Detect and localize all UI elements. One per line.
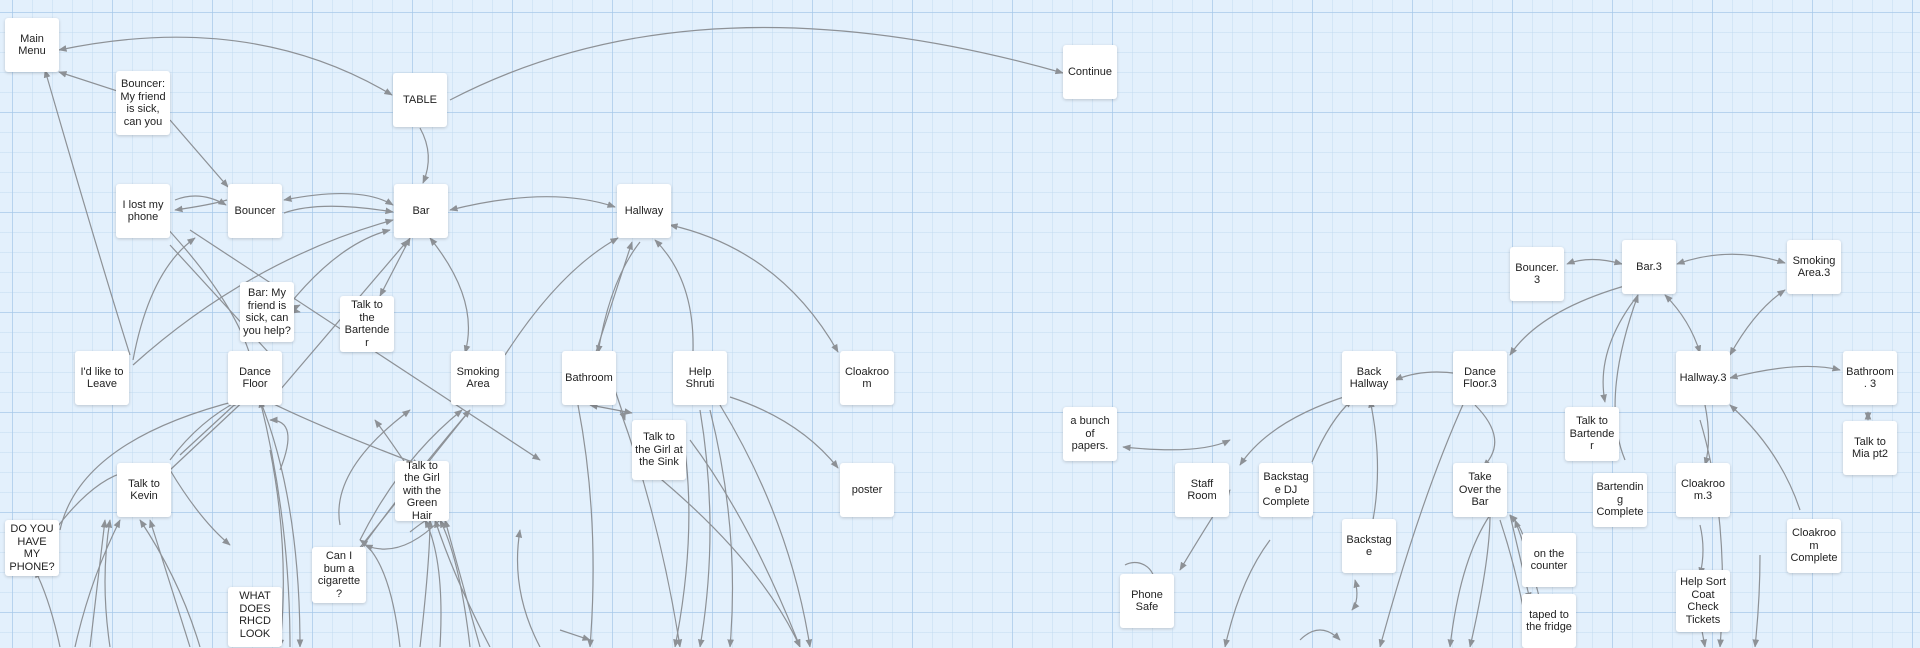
node-table[interactable]: TABLE xyxy=(393,73,447,127)
node-help-sort-coat-tickets[interactable]: Help Sort Coat Check Tickets xyxy=(1676,570,1730,632)
node-do-you-have-phone[interactable]: DO YOU HAVE MY PHONE? xyxy=(5,520,59,576)
node-back-hallway[interactable]: Back Hallway xyxy=(1342,351,1396,405)
node-label: Smoking Area xyxy=(456,365,500,391)
node-main-menu[interactable]: Main Menu xyxy=(5,18,59,72)
node-continue[interactable]: Continue xyxy=(1063,45,1117,99)
node-label: Talk to the Bartender xyxy=(344,299,390,349)
node-smoking-area[interactable]: Smoking Area xyxy=(451,351,505,405)
node-talk-kevin[interactable]: Talk to Kevin xyxy=(117,463,171,517)
node-label: Bar xyxy=(412,204,430,217)
node-label: Hallway xyxy=(624,204,664,217)
node-smoking-area3[interactable]: Smoking Area.3 xyxy=(1787,240,1841,294)
node-label: Talk to Bartender xyxy=(1569,415,1615,453)
node-bunch-of-papers[interactable]: a bunch of papers. xyxy=(1063,407,1117,461)
node-label: Bouncer xyxy=(234,204,276,217)
node-bar3[interactable]: Bar.3 xyxy=(1622,240,1676,294)
node-bum-cigarette[interactable]: Can I bum a cigarette? xyxy=(312,547,366,603)
node-label: Bouncer.3 xyxy=(1515,261,1559,287)
node-label: Can I bum a cigarette? xyxy=(317,550,361,600)
node-label: Talk to the Girl at the Sink xyxy=(635,431,683,469)
node-label: Hallway.3 xyxy=(1679,371,1727,384)
node-bouncer[interactable]: Bouncer xyxy=(228,184,282,238)
node-bar[interactable]: Bar xyxy=(394,184,448,238)
node-bouncer-friend-sick[interactable]: Bouncer: My friend is sick, can you xyxy=(116,71,170,135)
node-label: Talk to Kevin xyxy=(128,477,160,503)
node-bathroom[interactable]: Bathroom xyxy=(562,351,616,405)
node-label: Bouncer: My friend is sick, can you xyxy=(120,78,166,128)
node-talk-girl-sink[interactable]: Talk to the Girl at the Sink xyxy=(632,420,686,480)
node-cloakroom[interactable]: Cloakroo m xyxy=(840,351,894,405)
node-poster[interactable]: poster xyxy=(840,463,894,517)
node-label: Bathroom xyxy=(565,371,613,384)
node-label: Cloakroo m.3 xyxy=(1680,477,1726,503)
node-bar-friend-sick[interactable]: Bar: My friend is sick, can you help? xyxy=(240,282,294,342)
node-label: Help Sort Coat Check Tickets xyxy=(1680,576,1726,626)
node-take-over-bar[interactable]: Take Over the Bar xyxy=(1453,463,1507,517)
node-dance-floor[interactable]: Dance Floor xyxy=(228,351,282,405)
node-label: Bartendin g Complete xyxy=(1596,481,1644,519)
node-label: Help Shruti xyxy=(685,365,715,391)
node-talk-to-bartender3[interactable]: Talk to Bartender xyxy=(1565,407,1619,461)
node-label: Bar: My friend is sick, can you help? xyxy=(243,287,291,337)
node-label: Backstag e xyxy=(1346,533,1392,559)
node-phone-safe[interactable]: Phone Safe xyxy=(1120,574,1174,628)
node-label: TABLE xyxy=(402,93,438,106)
node-hallway3[interactable]: Hallway.3 xyxy=(1676,351,1730,405)
node-label: I lost my phone xyxy=(122,198,164,224)
node-backstage-dj-complete[interactable]: Backstag e DJ Complete xyxy=(1259,463,1313,517)
node-bartending-complete[interactable]: Bartendin g Complete xyxy=(1593,473,1647,527)
node-label: Bar.3 xyxy=(1636,260,1662,273)
node-dance-floor3[interactable]: Dance Floor.3 xyxy=(1453,351,1507,405)
node-label: WHAT DOES RHCD LOOK xyxy=(239,590,271,640)
node-bathroom3[interactable]: Bathroom. 3 xyxy=(1843,351,1897,405)
node-label: Talk to the Girl with the Green Hair xyxy=(403,459,441,522)
node-label: Staff Room xyxy=(1187,477,1217,503)
node-on-the-counter[interactable]: on the counter xyxy=(1522,533,1576,587)
node-cloakroom3[interactable]: Cloakroo m.3 xyxy=(1676,463,1730,517)
node-hallway[interactable]: Hallway xyxy=(617,184,671,238)
node-label: I'd like to Leave xyxy=(80,365,124,391)
node-talk-bartender[interactable]: Talk to the Bartender xyxy=(340,296,394,352)
node-label: poster xyxy=(851,483,883,496)
node-label: Dance Floor xyxy=(239,365,271,391)
node-label: Continue xyxy=(1067,65,1113,78)
node-backstage[interactable]: Backstag e xyxy=(1342,519,1396,573)
node-label: Take Over the Bar xyxy=(1458,471,1502,509)
node-label: Talk to Mia pt2 xyxy=(1851,435,1889,461)
node-label: Main Menu xyxy=(18,32,46,58)
node-leave[interactable]: I'd like to Leave xyxy=(75,351,129,405)
node-label: Cloakroo m xyxy=(844,365,890,391)
node-label: Smoking Area.3 xyxy=(1792,254,1836,280)
node-label: a bunch of papers. xyxy=(1070,415,1110,453)
node-label: on the counter xyxy=(1530,547,1568,573)
node-label: Back Hallway xyxy=(1349,365,1389,391)
node-label: DO YOU HAVE MY PHONE? xyxy=(9,523,55,573)
node-talk-girl-green-hair[interactable]: Talk to the Girl with the Green Hair xyxy=(395,459,449,522)
node-label: Backstag e DJ Complete xyxy=(1262,471,1310,509)
node-label: taped to the fridge xyxy=(1526,608,1572,634)
node-help-shruti[interactable]: Help Shruti xyxy=(673,351,727,405)
node-talk-mia-pt2[interactable]: Talk to Mia pt2 xyxy=(1843,421,1897,475)
node-label: Phone Safe xyxy=(1131,588,1163,614)
node-label: Cloakroo m Complete xyxy=(1790,527,1838,565)
node-staff-room[interactable]: Staff Room xyxy=(1175,463,1229,517)
node-lost-phone[interactable]: I lost my phone xyxy=(116,184,170,238)
node-taped-to-fridge[interactable]: taped to the fridge xyxy=(1522,594,1576,648)
node-bouncer3[interactable]: Bouncer.3 xyxy=(1510,247,1564,301)
node-what-does-rhcd-look[interactable]: WHAT DOES RHCD LOOK xyxy=(228,587,282,647)
node-cloakroom-complete[interactable]: Cloakroo m Complete xyxy=(1787,519,1841,573)
node-label: Dance Floor.3 xyxy=(1463,365,1497,391)
node-label: Bathroom. 3 xyxy=(1846,365,1894,391)
